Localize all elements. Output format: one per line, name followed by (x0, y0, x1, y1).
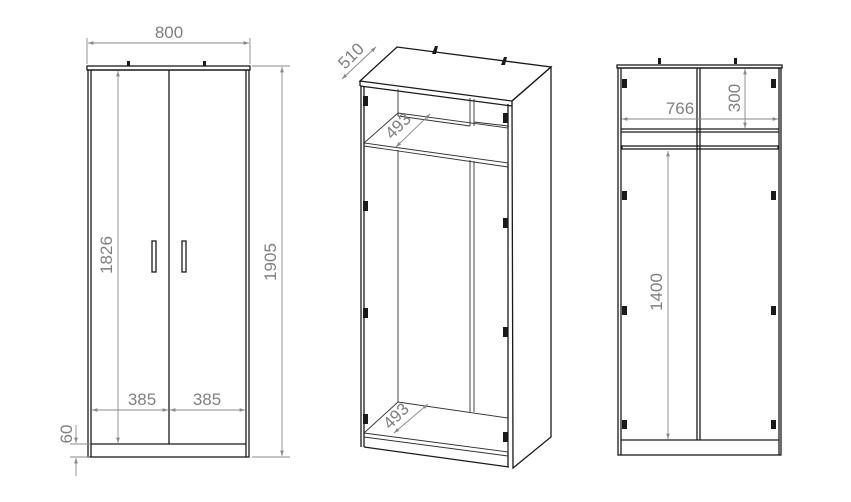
height-dimension: 1905 (261, 243, 280, 281)
left-door-handle (151, 240, 157, 273)
left-door-width-dimension: 385 (128, 390, 156, 409)
top-surface (358, 46, 553, 102)
hanging-height-dimension: 1400 (647, 273, 666, 311)
top-compartment-dimension: 300 (725, 84, 744, 112)
plinth-dimension: 60 (57, 425, 76, 444)
lower-shelf (362, 401, 509, 453)
wall-bracket-icon (203, 61, 206, 66)
hanging-rail (621, 145, 779, 150)
hinge-icons (622, 58, 776, 429)
isometric-view: 510 493 493 (334, 39, 553, 470)
right-door-width-dimension: 385 (193, 390, 221, 409)
inner-width-dimension: 766 (666, 99, 694, 118)
right-side-panel (511, 65, 552, 470)
front-view: 800 1905 1826 385 385 60 (57, 23, 290, 476)
open-front-view: 766 300 1400 (616, 58, 783, 456)
door-height-dimension: 1826 (97, 236, 116, 274)
hinge-icons (363, 46, 508, 442)
upper-shelf (362, 112, 509, 164)
width-dimension: 800 (155, 23, 183, 42)
right-door-handle (181, 240, 187, 273)
lower-shelf-depth-dimension: 493 (379, 399, 412, 432)
depth-dimension: 510 (334, 39, 367, 72)
wall-bracket-icon (127, 61, 130, 66)
